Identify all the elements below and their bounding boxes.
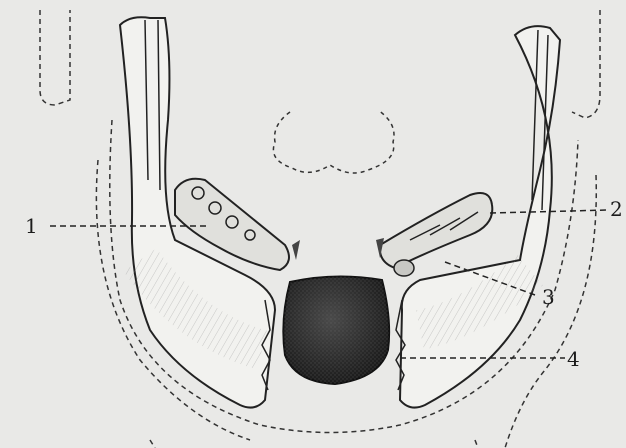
label-3: 3: [542, 285, 555, 309]
label-2: 2: [610, 197, 623, 221]
graft-texture: [283, 276, 389, 384]
label-1: 1: [25, 214, 38, 238]
label-4: 4: [567, 347, 580, 371]
